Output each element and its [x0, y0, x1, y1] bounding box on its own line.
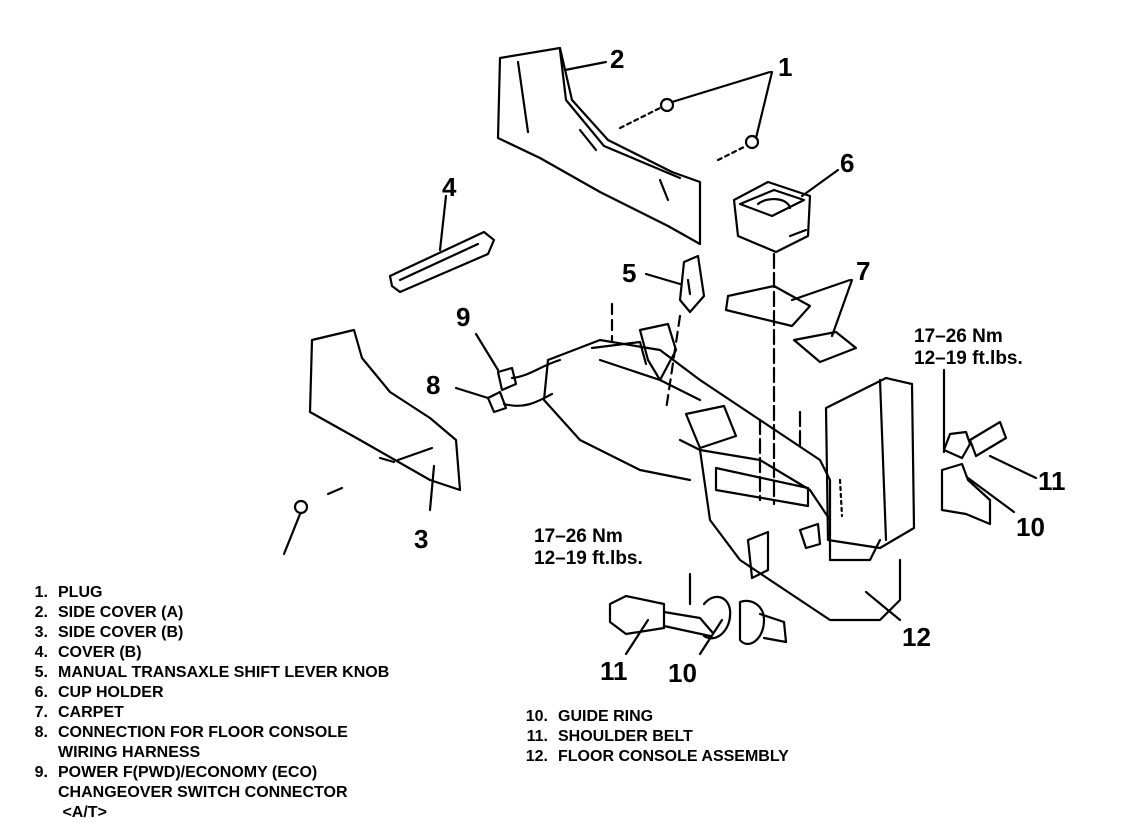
callout-10-bottom: 10 [668, 658, 697, 688]
legend-item: 1. PLUG [20, 583, 389, 603]
legend-item-number: 1. [34, 584, 48, 601]
legend-item-number: 11. [526, 728, 548, 745]
legend-item-number [20, 783, 58, 803]
legend-item: 9. POWER F(PWD)/ECONOMY (ECO) [20, 763, 389, 783]
shift-lever-knob-part [678, 254, 706, 314]
legend-item: CHANGEOVER SWITCH CONNECTOR [20, 783, 389, 803]
callout-6: 6 [840, 148, 854, 178]
legend-item-text: POWER F(PWD)/ECONOMY (ECO) [58, 764, 318, 781]
legend-item: 7. CARPET [20, 703, 389, 723]
legend-item-text: SIDE COVER (A) [58, 604, 184, 621]
carpet-part [724, 284, 858, 364]
shoulder-belt-right-part [940, 368, 1008, 526]
torque-right-nm: 17–26 Nm [914, 326, 1003, 347]
legend-item-text: CONNECTION FOR FLOOR CONSOLE [58, 724, 348, 741]
legend-item: 10. GUIDE RING [520, 707, 789, 727]
legend-item-number: 6. [34, 684, 48, 701]
legend-item-text: GUIDE RING [558, 708, 654, 725]
legend-item-number: 10. [525, 708, 548, 725]
legend-item: 12. FLOOR CONSOLE ASSEMBLY [520, 747, 789, 767]
callout-11-bottom: 11 [600, 656, 628, 686]
legend-item-text: FLOOR CONSOLE ASSEMBLY [558, 748, 789, 765]
callout-8: 8 [426, 370, 440, 400]
callout-5: 5 [622, 258, 636, 288]
legend-item-text: PLUG [58, 584, 103, 601]
legend-item: 3. SIDE COVER (B) [20, 623, 389, 643]
wiring-connector-part [486, 358, 562, 414]
shoulder-belt-bottom-part [608, 572, 788, 645]
legend-item-text: CARPET [58, 704, 124, 721]
legend-item-number: 12. [525, 748, 548, 765]
legend-item-number: 7. [34, 704, 48, 721]
legend-item: 8. CONNECTION FOR FLOOR CONSOLE [20, 723, 389, 743]
torque-right-ftlbs: 12–19 ft.lbs. [914, 348, 1023, 369]
callout-11-right: 11 [1038, 466, 1066, 496]
legend-item-number: 4. [34, 644, 48, 661]
legend-item: 4. COVER (B) [20, 643, 389, 663]
floor-console-assembly-part [542, 322, 916, 622]
legend-item-number: 9. [34, 764, 48, 781]
plug-part [618, 97, 760, 162]
legend-item-number: 2. [34, 604, 48, 621]
side-cover-b-part [308, 328, 462, 492]
legend-item-number [20, 743, 58, 763]
callout-10-right: 10 [1016, 512, 1045, 542]
side-cover-a-part [496, 46, 702, 246]
legend-item: 11. SHOULDER BELT [520, 727, 789, 747]
legend-item-text: <A/T> [58, 804, 107, 821]
legend-item-number [20, 803, 58, 823]
torque-bottom-nm: 17–26 Nm [534, 526, 623, 547]
legend-item: 5. MANUAL TRANSAXLE SHIFT LEVER KNOB [20, 663, 390, 683]
callout-9: 9 [456, 302, 470, 332]
legend-item-text: SIDE COVER (B) [58, 624, 184, 641]
legend-item: 2. SIDE COVER (A) [20, 603, 389, 623]
cup-holder-part [732, 180, 812, 254]
callout-1: 1 [778, 52, 792, 82]
torque-bottom-ftlbs: 12–19 ft.lbs. [534, 548, 643, 569]
legend-item-number: 3. [34, 624, 48, 641]
legend-item-text: CUP HOLDER [58, 684, 164, 701]
legend-item-number: 5. [34, 664, 48, 681]
legend-item-text: MANUAL TRANSAXLE SHIFT LEVER KNOB [58, 664, 390, 681]
legend-item-text: WIRING HARNESS [58, 744, 201, 761]
parts-legend-right: 10. GUIDE RING 11. SHOULDER BELT 12. FLOOR CO… [520, 707, 789, 767]
callout-4: 4 [442, 172, 457, 202]
callout-3: 3 [414, 524, 428, 554]
legend-item-number: 8. [34, 724, 48, 741]
cover-b-part [388, 230, 496, 294]
callout-12: 12 [902, 622, 931, 652]
legend-item-text: CHANGEOVER SWITCH CONNECTOR [58, 784, 348, 801]
legend-item: WIRING HARNESS [20, 743, 389, 763]
legend-item-text: SHOULDER BELT [558, 728, 693, 745]
parts-legend-left: 1. PLUG 2. SIDE COVER (A) 3. SIDE COVER (B) 4.… [20, 583, 390, 823]
legend-item: 6. CUP HOLDER [20, 683, 389, 703]
callout-7: 7 [856, 256, 870, 286]
legend-item: <A/T> [20, 803, 389, 823]
callout-2: 2 [610, 44, 624, 74]
legend-item-text: COVER (B) [58, 644, 142, 661]
